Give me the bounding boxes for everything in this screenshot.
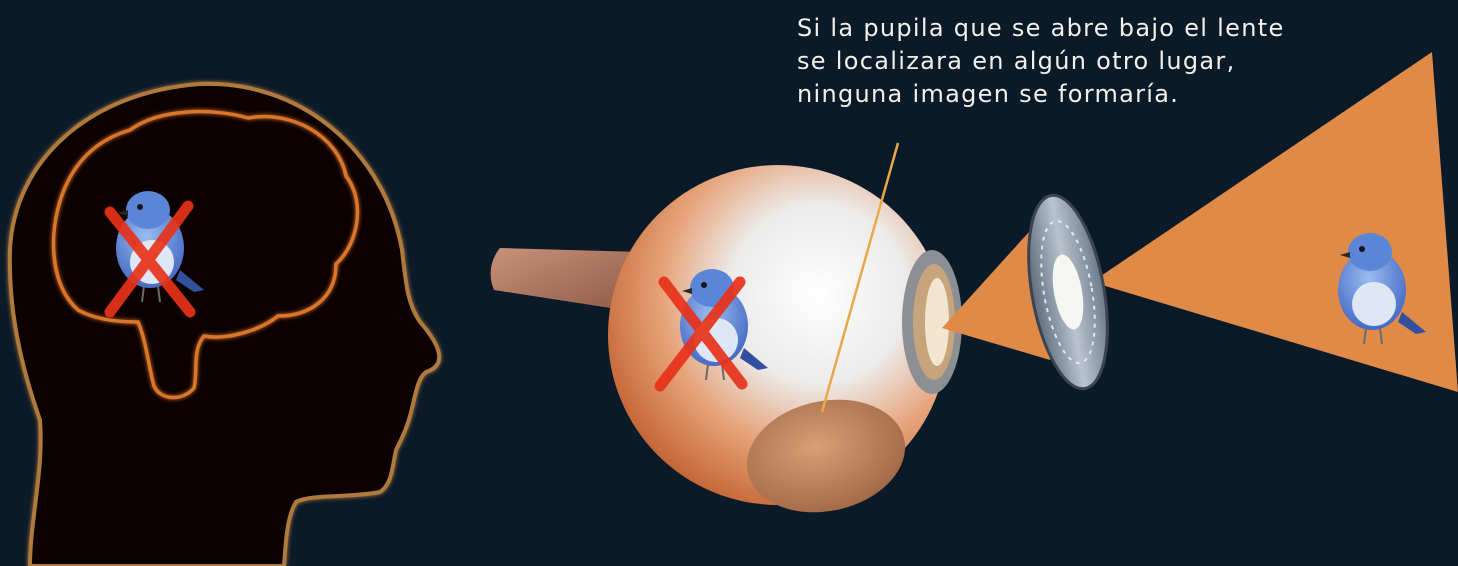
eyeball-icon: [608, 165, 962, 526]
caption-line-2: se localizara en algún otro lugar,: [797, 45, 1317, 78]
caption-line-1: Si la pupila que se abre bajo el lente: [797, 12, 1317, 45]
caption-line-3: ninguna imagen se formaría.: [797, 78, 1317, 111]
caption: Si la pupila que se abre bajo el lente s…: [797, 12, 1317, 111]
head-silhouette-icon: [10, 84, 439, 566]
lens-icon: [1016, 189, 1121, 395]
